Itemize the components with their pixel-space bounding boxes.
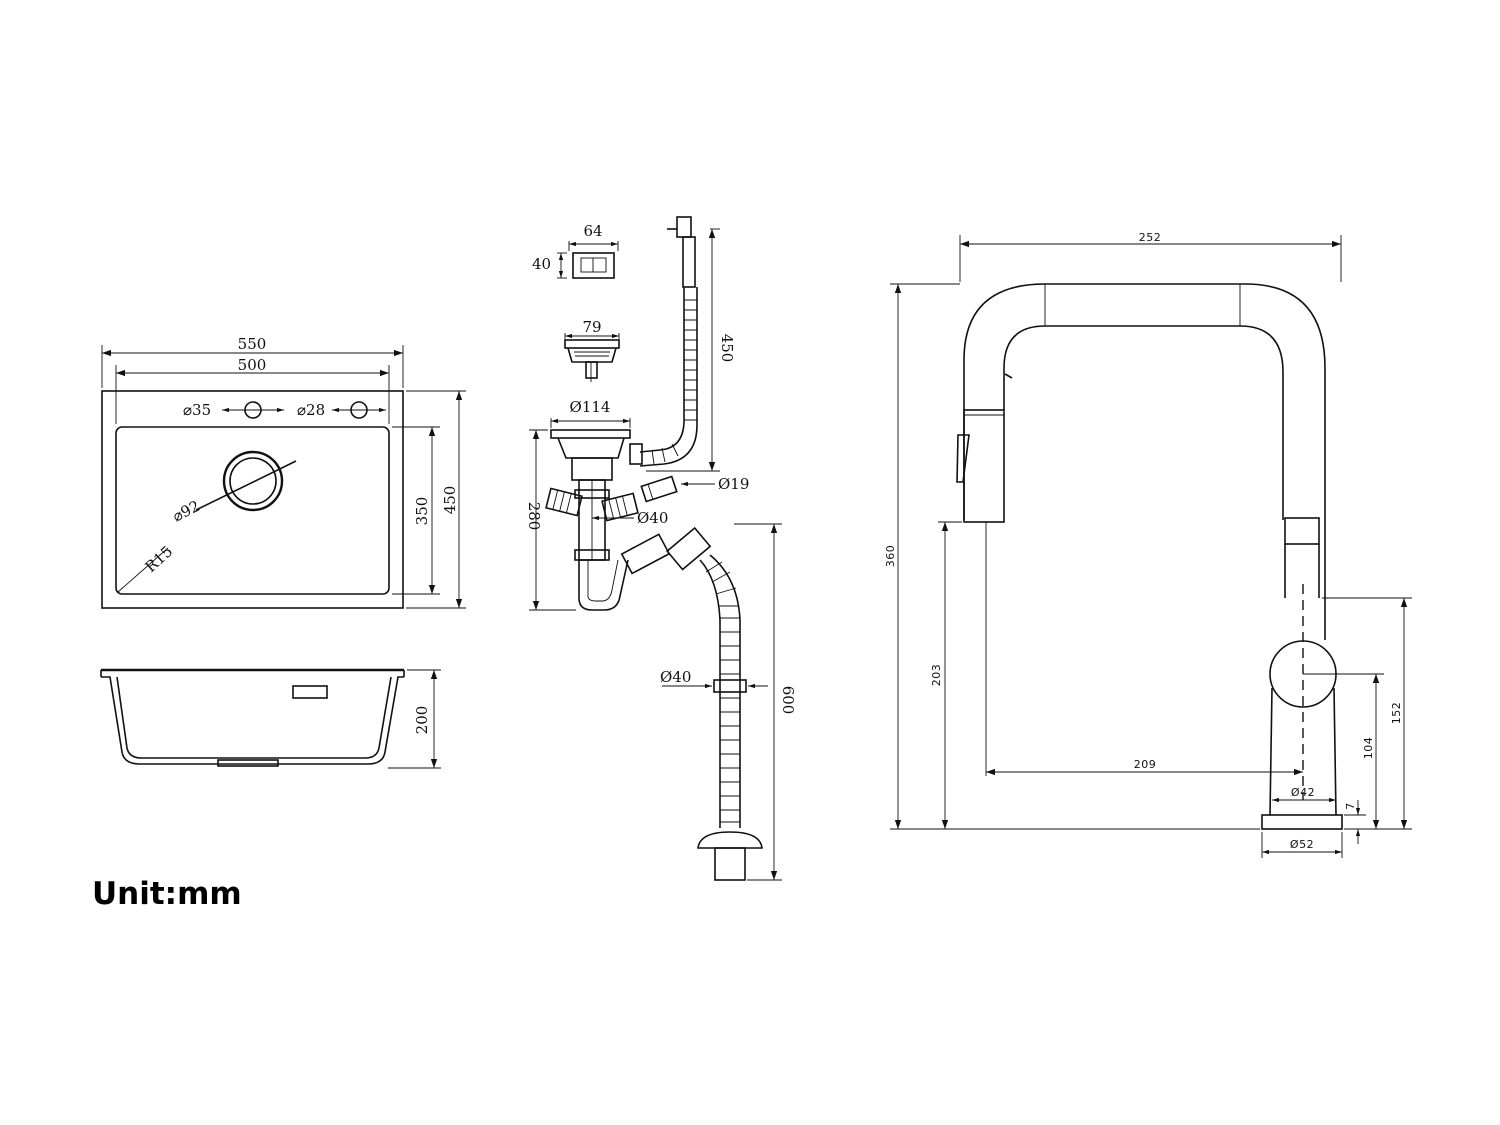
sink-side-view: 200 — [100, 668, 441, 769]
overflow-height: 40 — [532, 255, 551, 273]
faucet-side-view: 252 360 203 209 Ø42 Ø52 7 104 — [884, 231, 1412, 858]
trap-height: 280 — [525, 502, 543, 531]
overflow-width: 64 — [583, 222, 602, 240]
sink-width-inner: 500 — [238, 356, 267, 374]
accessory-hole-diameter: ⌀28 — [297, 401, 325, 419]
sink-depth-inner: 350 — [413, 497, 431, 526]
sink-depth-outer: 450 — [441, 486, 459, 515]
faucet-total-width: 252 — [1139, 231, 1162, 244]
faucet-reach: 209 — [1134, 758, 1157, 771]
lever-height: 104 — [1362, 737, 1375, 760]
faucet-total-height: 360 — [884, 545, 897, 568]
sink-width-outer: 550 — [238, 335, 267, 353]
base-height: 7 — [1344, 802, 1357, 810]
drain-kit: 64 40 79 Ø114 — [525, 216, 797, 881]
lever-top-height: 152 — [1390, 702, 1403, 725]
connector-diameter: Ø19 — [718, 475, 749, 493]
sink-height: 200 — [413, 706, 431, 735]
pipe-diameter-lower: Ø40 — [660, 668, 691, 686]
sink-top-view: 550 500 ⌀35 ⌀28 ⌀92 R15 350 450 — [101, 335, 466, 609]
pipe-diameter-upper: Ø40 — [637, 509, 668, 527]
body-diameter: Ø42 — [1291, 786, 1315, 799]
spout-height: 203 — [930, 664, 943, 687]
faucet-hole-diameter: ⌀35 — [183, 401, 211, 419]
corner-radius: R15 — [142, 542, 177, 576]
flange-diameter: Ø114 — [570, 398, 611, 416]
drain-length: 600 — [779, 686, 797, 715]
base-diameter: Ø52 — [1290, 838, 1314, 851]
drain-hole-diameter: ⌀92 — [170, 497, 203, 526]
unit-label: Unit:mm — [92, 876, 242, 912]
basket-width: 79 — [582, 318, 601, 336]
hose-length: 450 — [718, 334, 736, 363]
